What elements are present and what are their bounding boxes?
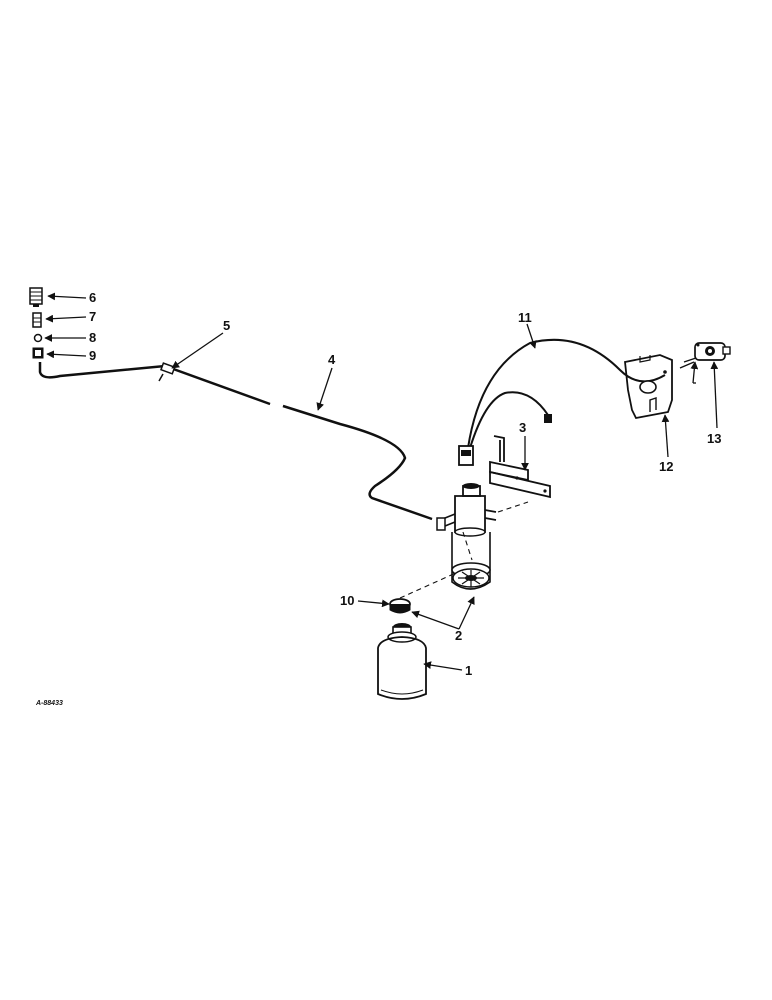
part-5-line-clip [158, 362, 176, 382]
figure-reference-code: A-88433 [35, 700, 63, 707]
callout-3: 3 [519, 420, 526, 435]
part-7-nipple [32, 312, 42, 328]
assembly-lines [399, 501, 529, 599]
callout-12: 12 [659, 459, 673, 474]
callout-6: 6 [89, 290, 96, 305]
callout-8: 8 [89, 330, 96, 345]
part-1-reservoir-jar [377, 623, 427, 700]
part-10-grommet [389, 598, 411, 614]
callout-4: 4 [328, 352, 336, 367]
part-9-nut [32, 347, 44, 359]
callouts: 1 2 3 4 5 6 7 8 9 10 11 12 13 [89, 290, 721, 678]
part-3-bracket [489, 435, 551, 499]
callout-11: 11 [518, 310, 532, 325]
callout-2: 2 [455, 628, 462, 643]
part-6-fitting [29, 287, 43, 307]
part-13-switch [679, 342, 731, 369]
part-2-pump-assembly [436, 483, 497, 590]
callout-9: 9 [89, 348, 96, 363]
callout-1: 1 [465, 663, 472, 678]
part-8-washer [33, 333, 43, 343]
callout-13: 13 [707, 431, 721, 446]
part-4-tube-line [38, 362, 433, 521]
part-11-wiring-harness [458, 338, 666, 466]
part-12-plate [624, 354, 673, 420]
callout-7: 7 [89, 309, 96, 324]
callout-5: 5 [223, 318, 230, 333]
leader-lines [44, 292, 719, 671]
callout-10: 10 [340, 593, 354, 608]
